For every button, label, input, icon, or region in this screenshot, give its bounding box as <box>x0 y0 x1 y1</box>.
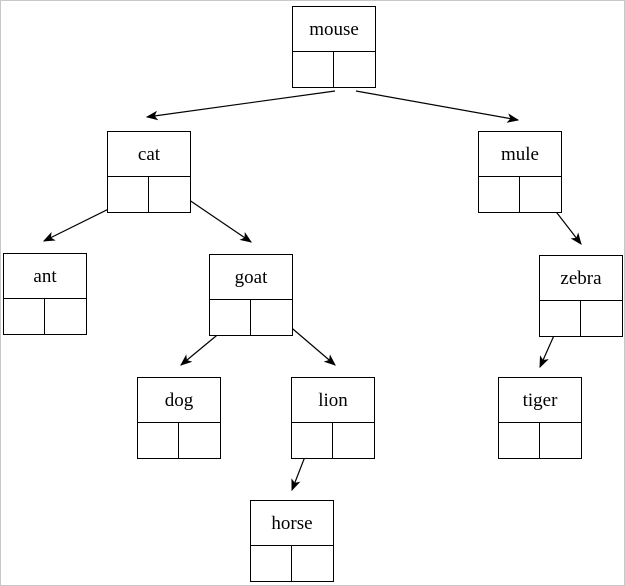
tree-edge-mouse-to-mule <box>355 90 520 123</box>
tree-node-dog[interactable]: dog <box>137 377 221 459</box>
tree-node-horse[interactable]: horse <box>250 500 334 582</box>
tree-node-tiger[interactable]: tiger <box>498 377 582 459</box>
tree-node-pointer-row <box>138 423 220 458</box>
left-pointer-cell[interactable] <box>293 52 334 87</box>
left-pointer-cell[interactable] <box>499 423 540 458</box>
tree-node-label: tiger <box>499 378 581 423</box>
tree-node-pointer-row <box>210 300 292 335</box>
right-pointer-cell[interactable] <box>334 52 375 87</box>
tree-node-pointer-row <box>4 299 86 334</box>
tree-node-pointer-row <box>479 177 561 212</box>
tree-node-label: zebra <box>540 256 622 301</box>
tree-node-pointer-row <box>108 177 190 212</box>
right-pointer-cell[interactable] <box>292 546 333 581</box>
tree-node-pointer-row <box>499 423 581 458</box>
tree-node-lion[interactable]: lion <box>291 377 375 459</box>
left-pointer-cell[interactable] <box>210 300 251 335</box>
tree-node-goat[interactable]: goat <box>209 254 293 336</box>
tree-node-pointer-row <box>251 546 333 581</box>
tree-node-label: lion <box>292 378 374 423</box>
tree-node-cat[interactable]: cat <box>107 131 191 213</box>
tree-node-label: cat <box>108 132 190 177</box>
tree-node-label: goat <box>210 255 292 300</box>
right-pointer-cell[interactable] <box>179 423 220 458</box>
tree-node-zebra[interactable]: zebra <box>539 255 623 337</box>
tree-node-label: dog <box>138 378 220 423</box>
left-pointer-cell[interactable] <box>108 177 149 212</box>
tree-node-label: ant <box>4 254 86 299</box>
tree-node-ant[interactable]: ant <box>3 253 87 335</box>
tree-node-label: mouse <box>293 7 375 52</box>
tree-edge-mouse-to-cat <box>145 90 336 121</box>
tree-node-label: mule <box>479 132 561 177</box>
tree-node-label: horse <box>251 501 333 546</box>
left-pointer-cell[interactable] <box>251 546 292 581</box>
right-pointer-cell[interactable] <box>45 299 86 334</box>
right-pointer-cell[interactable] <box>149 177 190 212</box>
left-pointer-cell[interactable] <box>479 177 520 212</box>
tree-node-mouse[interactable]: mouse <box>292 6 376 88</box>
tree-node-pointer-row <box>293 52 375 87</box>
right-pointer-cell[interactable] <box>540 423 581 458</box>
left-pointer-cell[interactable] <box>540 301 581 336</box>
tree-node-mule[interactable]: mule <box>478 131 562 213</box>
left-pointer-cell[interactable] <box>138 423 179 458</box>
left-pointer-cell[interactable] <box>4 299 45 334</box>
right-pointer-cell[interactable] <box>251 300 292 335</box>
left-pointer-cell[interactable] <box>292 423 333 458</box>
right-pointer-cell[interactable] <box>581 301 622 336</box>
tree-node-pointer-row <box>540 301 622 336</box>
right-pointer-cell[interactable] <box>520 177 561 212</box>
right-pointer-cell[interactable] <box>333 423 374 458</box>
tree-node-pointer-row <box>292 423 374 458</box>
